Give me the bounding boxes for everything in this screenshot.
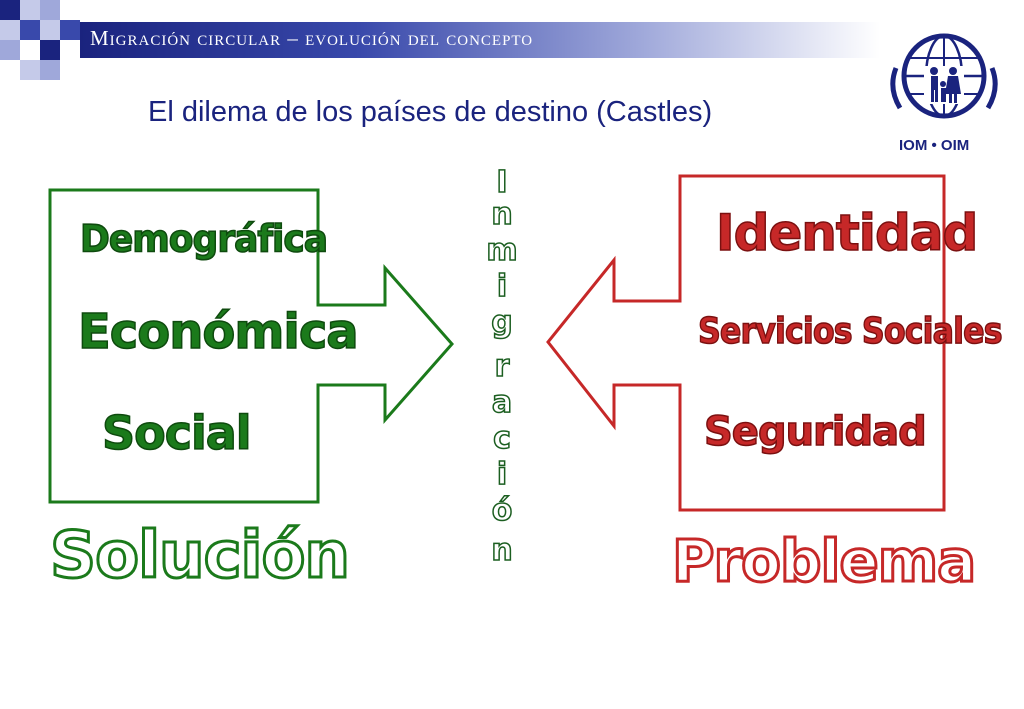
- inmigracion-letter: g: [491, 305, 514, 340]
- inmigracion-letter: ó: [491, 493, 513, 528]
- logo-text: IOM • OIM: [899, 137, 970, 154]
- caption-solucion: Solución: [49, 519, 352, 593]
- header-title: Migración circular – evolución del conce…: [90, 26, 534, 50]
- right-item-identidad: Identidad: [715, 204, 979, 262]
- left-item-economica: Económica: [77, 304, 359, 360]
- slide-subtitle: El dilema de los países de destino (Cast…: [148, 96, 713, 128]
- green-arrow-box: [48, 188, 454, 504]
- left-item-demografica: Demográfica: [79, 217, 329, 261]
- inmigracion-letter: I: [496, 165, 509, 200]
- inmigracion-letter: c: [492, 421, 511, 456]
- caption-problema: Problema: [670, 527, 977, 595]
- corner-squares-decoration: [0, 0, 80, 80]
- inmigracion-letter: n: [491, 197, 514, 232]
- right-item-seguridad: Seguridad: [703, 409, 927, 455]
- inmigracion-letter: r: [494, 349, 510, 384]
- header-bar: [80, 22, 880, 58]
- inmigracion-letter: m: [486, 233, 519, 268]
- iom-globe-family-icon: [890, 33, 998, 119]
- right-item-servicios-sociales: Servicios Sociales: [697, 311, 1003, 352]
- left-item-social: Social: [101, 406, 252, 460]
- inmigracion-letter: n: [491, 533, 514, 568]
- inmigracion-letter: a: [491, 385, 513, 420]
- inmigracion-letter: i: [496, 269, 508, 304]
- inmigracion-letter: i: [496, 457, 508, 492]
- red-arrow-box: [546, 174, 946, 512]
